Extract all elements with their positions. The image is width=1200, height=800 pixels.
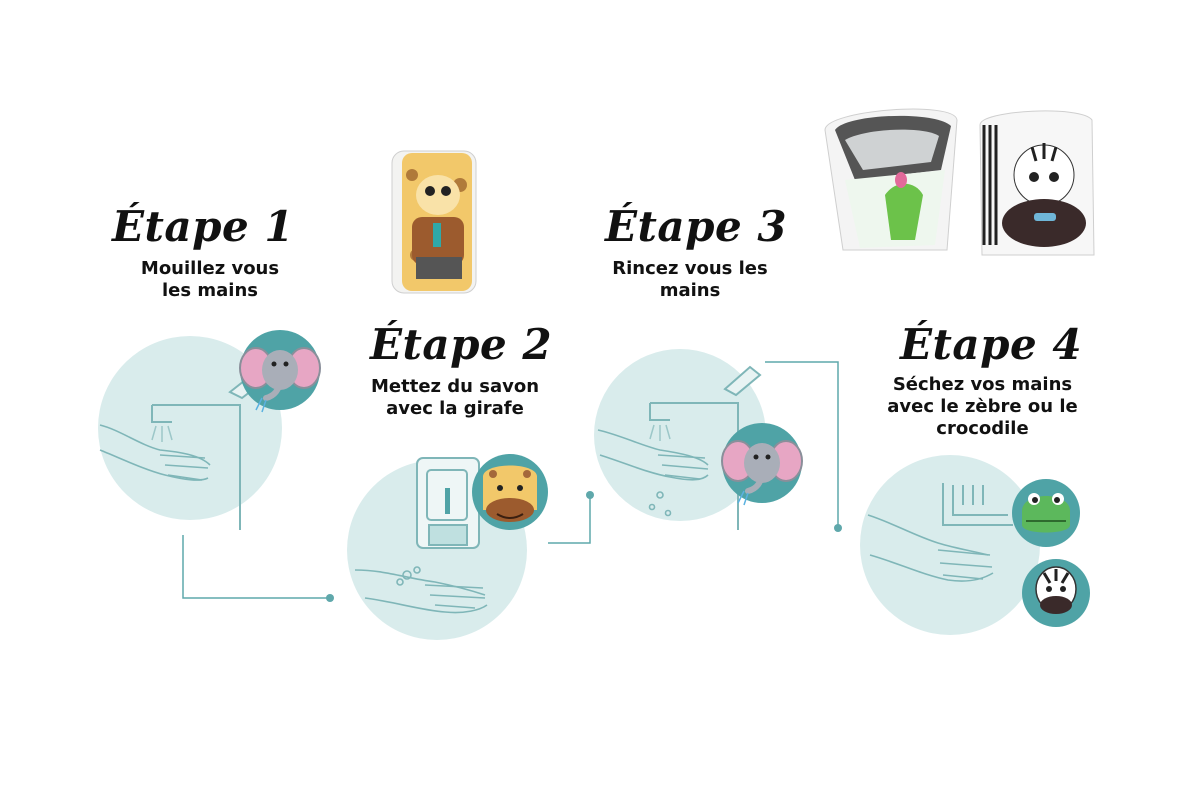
elephant-icon	[239, 330, 321, 413]
step-3-title: Étape 3	[605, 202, 788, 251]
connector-dot-1	[326, 594, 334, 602]
hands-icon	[354, 566, 488, 614]
giraffe-icon	[472, 454, 548, 530]
zebra-icon	[1022, 559, 1090, 627]
hands-icon	[597, 429, 709, 517]
step-2-title: Étape 2	[370, 320, 553, 369]
step-4-line-3: crocodile	[936, 418, 1029, 439]
step-1-circle	[98, 336, 282, 520]
step-3-description: Rincez vous les mains	[575, 258, 805, 302]
step-4-title: Étape 4	[900, 320, 1083, 369]
step-2-line-2: avec la girafe	[386, 398, 524, 419]
step-1-illustration	[98, 330, 321, 530]
connector-1-2	[182, 535, 330, 599]
step-4-circle	[860, 455, 1040, 635]
step-2-line-1: Mettez du savon	[370, 376, 540, 397]
hand-dryer-icon	[942, 483, 1013, 526]
crocodile-dryer-product	[824, 108, 958, 251]
zebra-dryer-product	[979, 110, 1095, 256]
connector-2-3	[548, 495, 591, 544]
crocodile-icon	[1012, 479, 1080, 547]
hands-icon	[867, 514, 994, 582]
soap-dispenser-product	[391, 150, 477, 294]
step-3-circle	[594, 349, 766, 521]
hands-icon	[99, 424, 211, 481]
step-3-line-1: Rincez vous les	[612, 258, 768, 279]
step-3-illustration	[594, 349, 803, 530]
water-drops	[151, 425, 173, 442]
step-4-line-2: avec le zèbre ou le	[887, 396, 1078, 417]
step-4-line-1: Séchez vos mains	[892, 374, 1073, 395]
step-2-illustration	[347, 454, 548, 640]
elephant-icon	[721, 423, 803, 506]
connector-3-4	[765, 361, 839, 528]
connector-dot-2	[586, 491, 594, 499]
step-1-line-1: Mouillez vous	[140, 258, 280, 279]
soap-dispenser-icon	[416, 457, 480, 549]
step-4-description: Séchez vos mains avec le zèbre ou le cro…	[865, 374, 1100, 440]
connector-dot-3	[834, 524, 842, 532]
step-3-line-2: mains	[659, 280, 721, 301]
step-1-title: Étape 1	[112, 202, 295, 251]
step-4-illustration	[860, 455, 1090, 635]
water-drops	[649, 424, 671, 441]
step-1-description: Mouillez vous les mains	[95, 258, 325, 302]
step-1-line-2: les mains	[162, 280, 258, 301]
step-2-description: Mettez du savon avec la girafe	[340, 376, 570, 420]
